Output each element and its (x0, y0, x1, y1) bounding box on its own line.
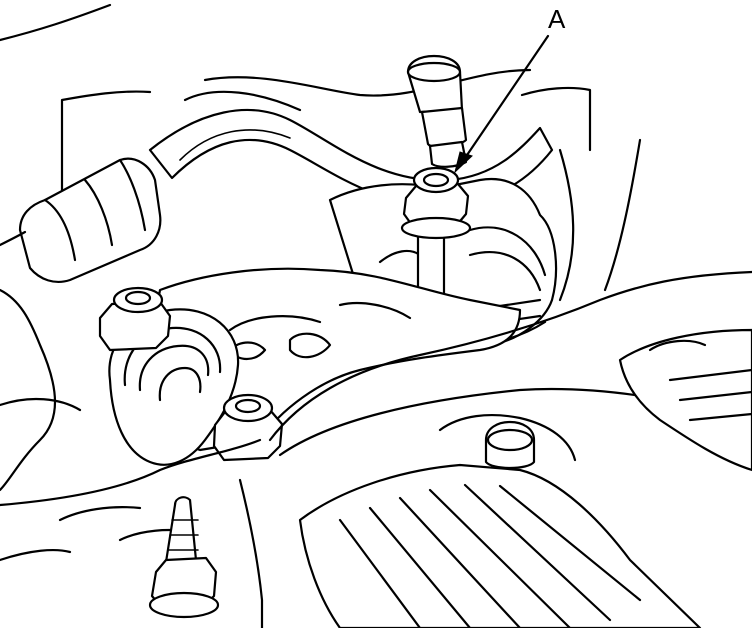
tool-a (406, 54, 468, 168)
subframe (0, 270, 752, 628)
flange-bolt (148, 496, 220, 619)
callout-arrowhead (454, 151, 473, 174)
bolt-right (438, 414, 577, 470)
skid-plate (298, 463, 702, 628)
bolt-lower (212, 393, 284, 462)
hose-fitting (0, 157, 162, 284)
callout-a: A (454, 4, 566, 174)
bolt-upper-left (98, 286, 172, 352)
callout-leader-line (463, 34, 550, 160)
body-outline (0, 3, 642, 492)
right-panel (618, 328, 752, 472)
callout-label-a: A (548, 4, 566, 34)
